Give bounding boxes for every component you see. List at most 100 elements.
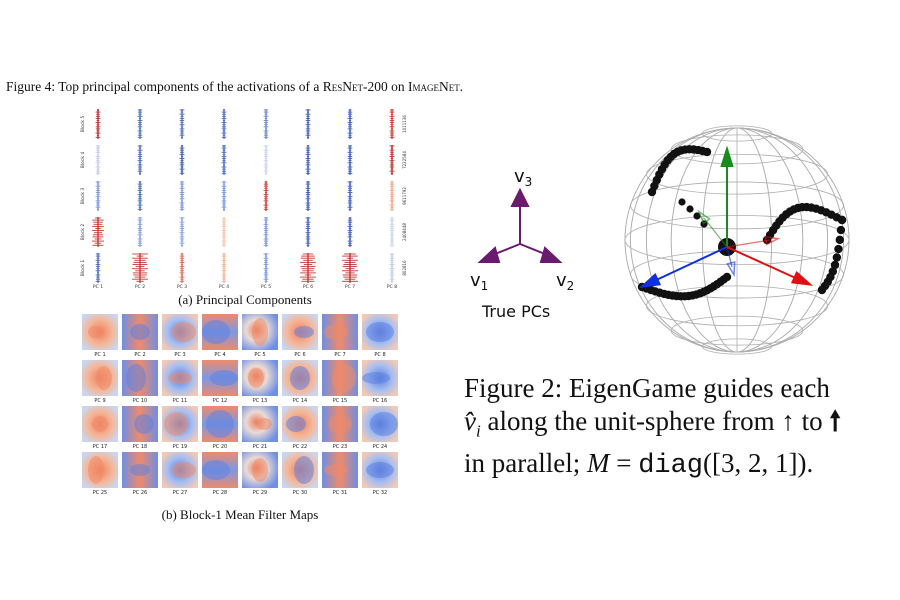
pc-axis-label: PC 3 xyxy=(177,284,187,290)
blue-true-arrow-shaft xyxy=(651,246,728,283)
pc-signal-trace xyxy=(95,181,101,211)
trajectory-dot xyxy=(830,260,840,270)
filter-map-label: PC 5 xyxy=(254,352,265,358)
v3-label: v3 xyxy=(514,166,532,189)
row-value-label: 1011136 xyxy=(402,115,407,133)
trajectory-dot xyxy=(722,272,732,282)
filter-map-tile: PC 3 xyxy=(162,314,198,358)
filter-map-label: PC 3 xyxy=(174,352,185,358)
subfigure-b-caption: (b) Block-1 Mean Filter Maps xyxy=(161,507,319,522)
filter-map-label: PC 27 xyxy=(173,490,187,496)
pc-signal-trace xyxy=(137,145,143,175)
pc-signal-trace xyxy=(95,253,101,283)
block-label: Block 2 xyxy=(80,224,86,241)
filter-map-label: PC 11 xyxy=(173,398,187,404)
filter-map-label: PC 17 xyxy=(93,444,107,450)
pc-signal-trace xyxy=(263,109,269,139)
pc-axis-label: PC 7 xyxy=(345,284,355,290)
v1-arrowhead xyxy=(477,246,501,263)
pc-signal-trace xyxy=(389,181,395,211)
pc-signal-trace xyxy=(221,253,227,283)
red-estimate-arrow-head xyxy=(764,236,781,246)
v2-arrowhead xyxy=(539,246,563,263)
filter-map-tile: PC 2 xyxy=(122,314,158,358)
pc-signal-trace xyxy=(347,181,353,211)
pc-signal-trace xyxy=(263,217,269,247)
green-estimate-arrow-shaft xyxy=(703,217,728,248)
filter-map-tile: PC 24 xyxy=(362,406,398,450)
pc-signal-trace xyxy=(389,217,395,247)
filter-map-label: PC 24 xyxy=(373,444,387,450)
pc-signal-trace xyxy=(305,145,311,175)
filter-map-tile: PC 5 xyxy=(242,314,278,358)
pc-signal-trace xyxy=(179,145,185,175)
filter-map-label: PC 19 xyxy=(173,444,187,450)
filter-map-tile: PC 1 xyxy=(82,314,118,358)
block-label: Block 1 xyxy=(80,260,86,277)
filter-map-tile: PC 10 xyxy=(122,360,158,404)
pc-signal-trace xyxy=(221,109,227,139)
filter-map-label: PC 13 xyxy=(253,398,267,404)
filter-map-tile: PC 6 xyxy=(282,314,318,358)
pc-axis-label: PC 6 xyxy=(303,284,313,290)
pc-signal-trace xyxy=(389,253,395,283)
filter-map-label: PC 8 xyxy=(374,352,385,358)
pc-signal-trace xyxy=(347,217,353,247)
filter-map-label: PC 26 xyxy=(133,490,147,496)
caption-text: -200 on xyxy=(363,79,409,94)
filter-map-label: PC 20 xyxy=(213,444,227,450)
filter-map-label: PC 18 xyxy=(133,444,147,450)
pc-signal-trace xyxy=(92,217,104,247)
caption-line-3: in parallel; M = diag([3, 2, 1]). xyxy=(464,448,814,482)
caption-line-1: Figure 2: EigenGame guides each xyxy=(464,373,830,403)
filter-map-tile: PC 13 xyxy=(242,360,278,404)
resnet-name: ResNet xyxy=(322,79,364,94)
filter-map-tile: PC 14 xyxy=(282,360,318,404)
filter-map-label: PC 23 xyxy=(333,444,347,450)
trajectory-dot xyxy=(817,285,827,295)
filter-map-tile: PC 21 xyxy=(242,406,278,450)
v2-label: v2 xyxy=(556,270,574,293)
filter-map-tile: PC 7 xyxy=(322,314,358,358)
filter-map-tile: PC 12 xyxy=(202,360,238,404)
pc-signal-trace xyxy=(179,217,185,247)
filter-map-tile: PC 16 xyxy=(362,360,398,404)
green-estimate-arrow-head xyxy=(697,209,711,225)
imagenet-name: ImageNet xyxy=(408,79,460,94)
pc-signal-trace xyxy=(95,145,101,175)
filter-map-tile: PC 28 xyxy=(202,452,238,496)
filter-map-label: PC 28 xyxy=(213,490,227,496)
filter-map-label: PC 12 xyxy=(213,398,227,404)
pc-axis-label: PC 1 xyxy=(93,284,103,290)
red-true-arrow-shaft xyxy=(726,246,801,281)
pc-signal-trace xyxy=(300,253,316,283)
pc-signal-trace xyxy=(132,253,148,283)
pc-signal-trace xyxy=(221,145,227,175)
pc-signal-trace xyxy=(137,109,143,139)
pc-axis-label: PC 8 xyxy=(387,284,397,290)
filter-map-tile: PC 4 xyxy=(202,314,238,358)
filter-map-tile: PC 30 xyxy=(282,452,318,496)
block-label: Block 3 xyxy=(80,188,86,205)
subfigure-a-caption: (a) Principal Components xyxy=(178,292,312,307)
pc-axis-label: PC 2 xyxy=(135,284,145,290)
trajectory-dot xyxy=(834,244,843,254)
pc-signal-trace xyxy=(347,109,353,139)
blue-true-arrow-head xyxy=(638,272,662,289)
trajectory-dot xyxy=(686,205,694,213)
caption-line-2: v̂i along the unit-sphere from ↑ to 🠕 xyxy=(464,406,841,441)
trajectory-dot xyxy=(702,147,712,157)
pc-signal-trace xyxy=(221,217,227,247)
pc-signal-trace xyxy=(137,181,143,211)
filter-map-tile: PC 18 xyxy=(122,406,158,450)
filter-map-tile: PC 26 xyxy=(122,452,158,496)
pc-signal-trace xyxy=(263,253,269,283)
red-estimate-arrow-shaft xyxy=(726,239,771,248)
filter-map-tile: PC 8 xyxy=(362,314,398,358)
filter-map-tile: PC 32 xyxy=(362,452,398,496)
filter-map-label: PC 16 xyxy=(373,398,387,404)
filter-map-tile: PC 20 xyxy=(202,406,238,450)
pc-signal-trace xyxy=(263,181,269,211)
